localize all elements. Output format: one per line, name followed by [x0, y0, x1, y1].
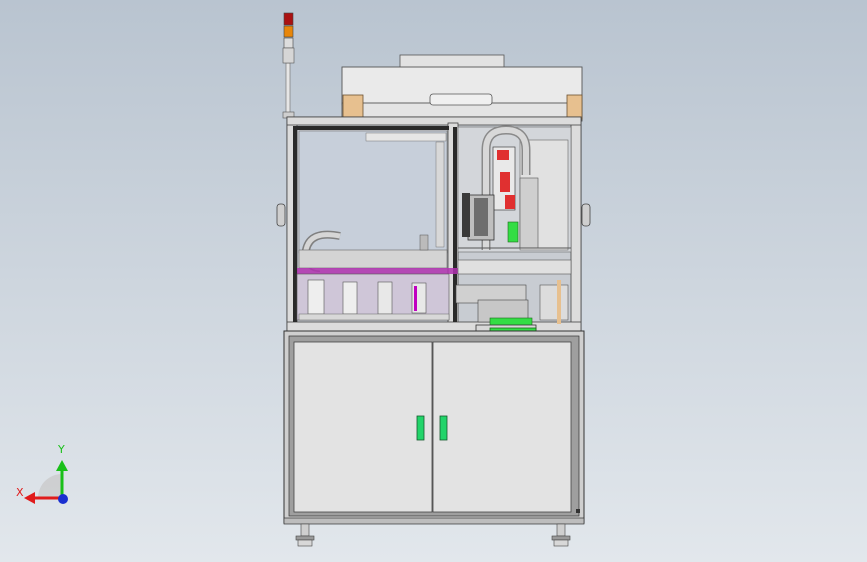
x-axis-arrow-icon — [24, 492, 35, 504]
leveling-foot-right — [551, 523, 571, 547]
gantry-mechanism[interactable] — [457, 125, 572, 253]
side-handle-left[interactable] — [276, 203, 286, 227]
side-handle-right[interactable] — [581, 203, 591, 227]
cabinet-door-right[interactable] — [432, 341, 572, 513]
work-table[interactable] — [296, 259, 572, 331]
orientation-triad[interactable] — [24, 460, 68, 504]
cabinet-door-left[interactable] — [293, 341, 433, 513]
base-cabinet[interactable] — [283, 330, 585, 525]
door-handle-left[interactable] — [416, 415, 425, 441]
triad-y-label: Y — [58, 443, 65, 456]
cover-bracket-right — [566, 94, 583, 120]
triad-x-label: X — [16, 486, 24, 499]
z-axis-dot-icon — [58, 494, 68, 504]
left-bay[interactable] — [298, 132, 448, 272]
y-axis-arrow-icon — [56, 460, 68, 471]
signal-tower[interactable] — [282, 12, 295, 119]
door-handle-right[interactable] — [439, 415, 448, 441]
leveling-foot-left — [295, 523, 315, 547]
